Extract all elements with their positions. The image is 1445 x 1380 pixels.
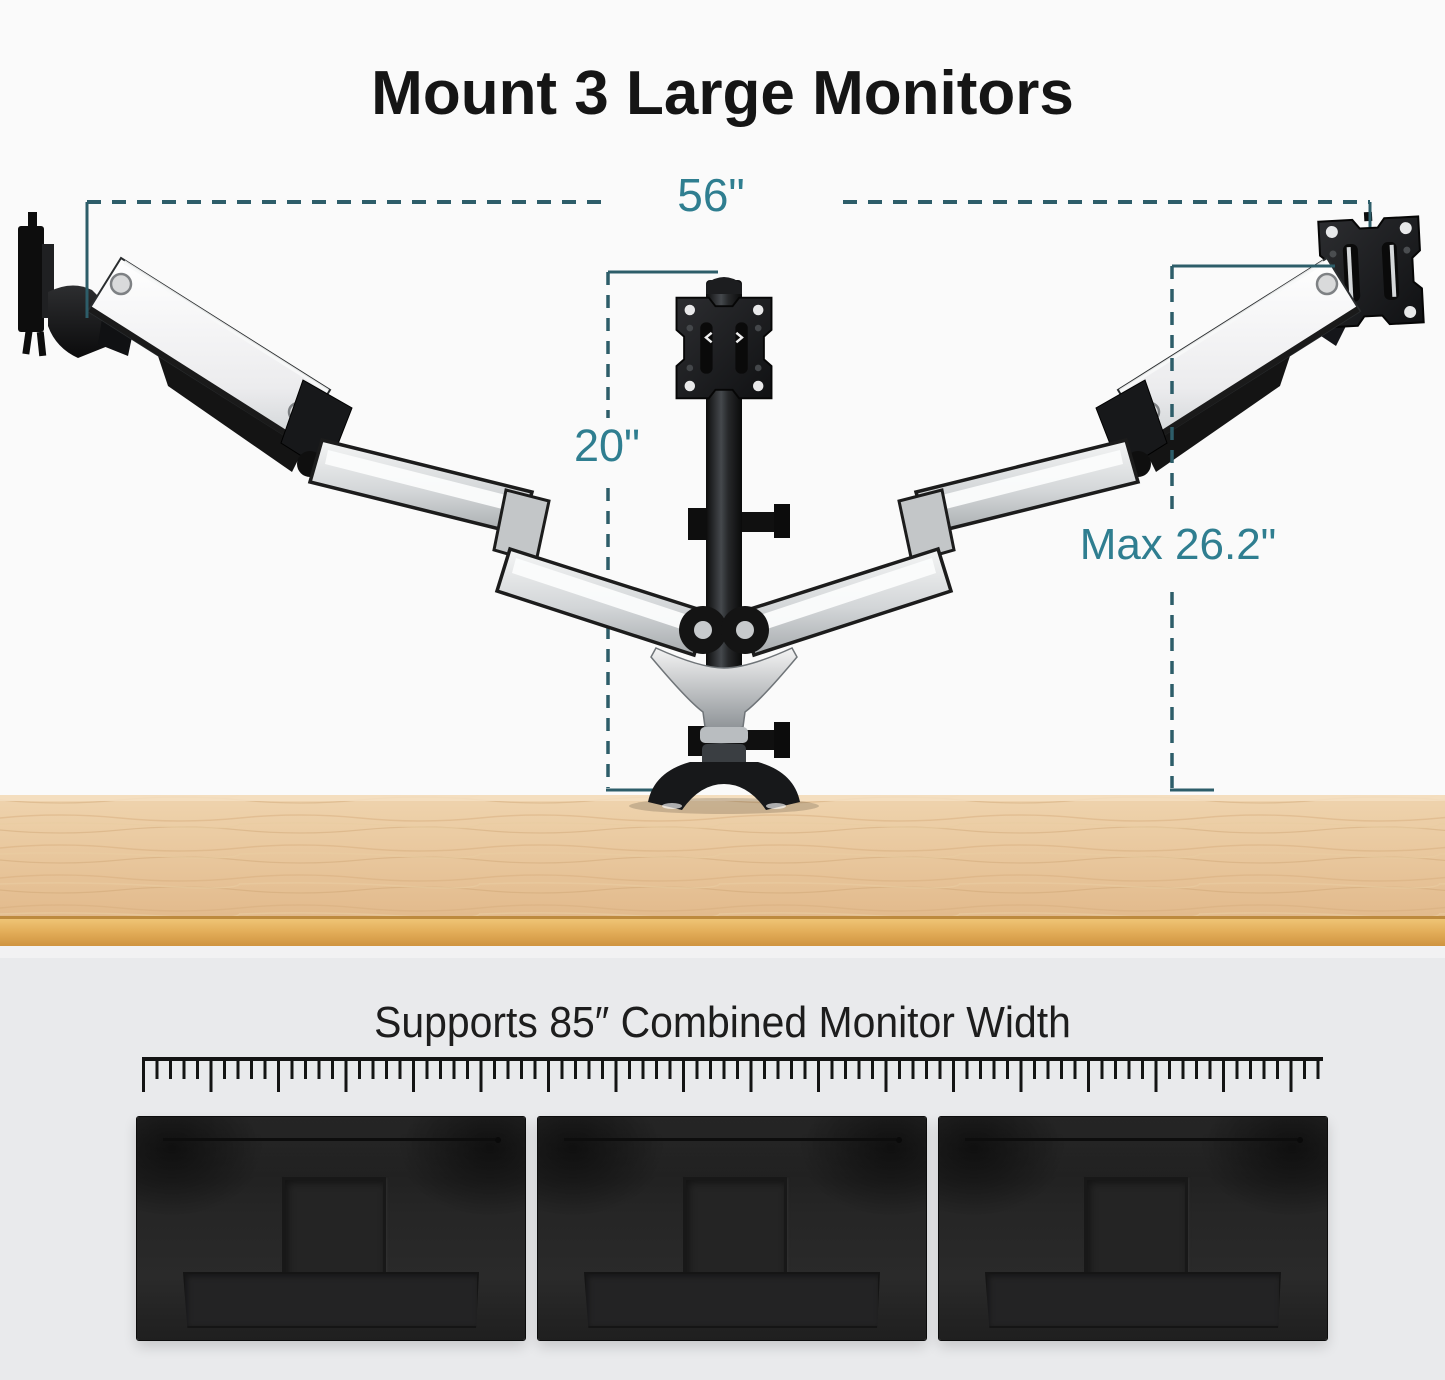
gas-spring-arm-right (721, 258, 1360, 655)
monitor-vesa-recess (1084, 1177, 1188, 1281)
dimension-pole-height-lines (606, 270, 718, 792)
triple-monitor-mount (18, 211, 1425, 814)
monitor-vesa-recess (683, 1177, 787, 1281)
page-title: Mount 3 Large Monitors (371, 58, 1074, 128)
pole-collar (650, 647, 798, 743)
monitor-vent (965, 1138, 1297, 1141)
monitor-vent (564, 1138, 896, 1141)
monitor-back-1 (136, 1116, 526, 1341)
monitor-back-2 (537, 1116, 927, 1341)
monitor-port-panel (584, 1272, 880, 1328)
monitor-vesa-recess (282, 1177, 386, 1281)
vesa-plate-center (675, 296, 773, 400)
dimension-label-span: 56" (677, 169, 745, 221)
monitor-port-panel (985, 1272, 1281, 1328)
monitor-vent-dot (495, 1137, 501, 1143)
dimension-span-lines (85, 200, 1372, 318)
monitor-vent (163, 1138, 495, 1141)
supported-width-caption: Supports 85″ Combined Monitor Width (374, 998, 1071, 1047)
monitor-vent-dot (1297, 1137, 1303, 1143)
center-pole (688, 277, 790, 776)
monitor-row (136, 1116, 1328, 1341)
dimension-label-max-extension: Max 26.2" (1079, 520, 1277, 569)
dimension-max-extension-lines (1170, 264, 1335, 792)
monitor-vent-dot (896, 1137, 902, 1143)
monitor-back-3 (938, 1116, 1328, 1341)
monitor-port-panel (183, 1272, 479, 1328)
desk (0, 795, 1445, 958)
dimension-label-pole-height: 20" (573, 420, 641, 471)
base-foot (648, 744, 800, 810)
ruler (142, 1057, 1323, 1101)
